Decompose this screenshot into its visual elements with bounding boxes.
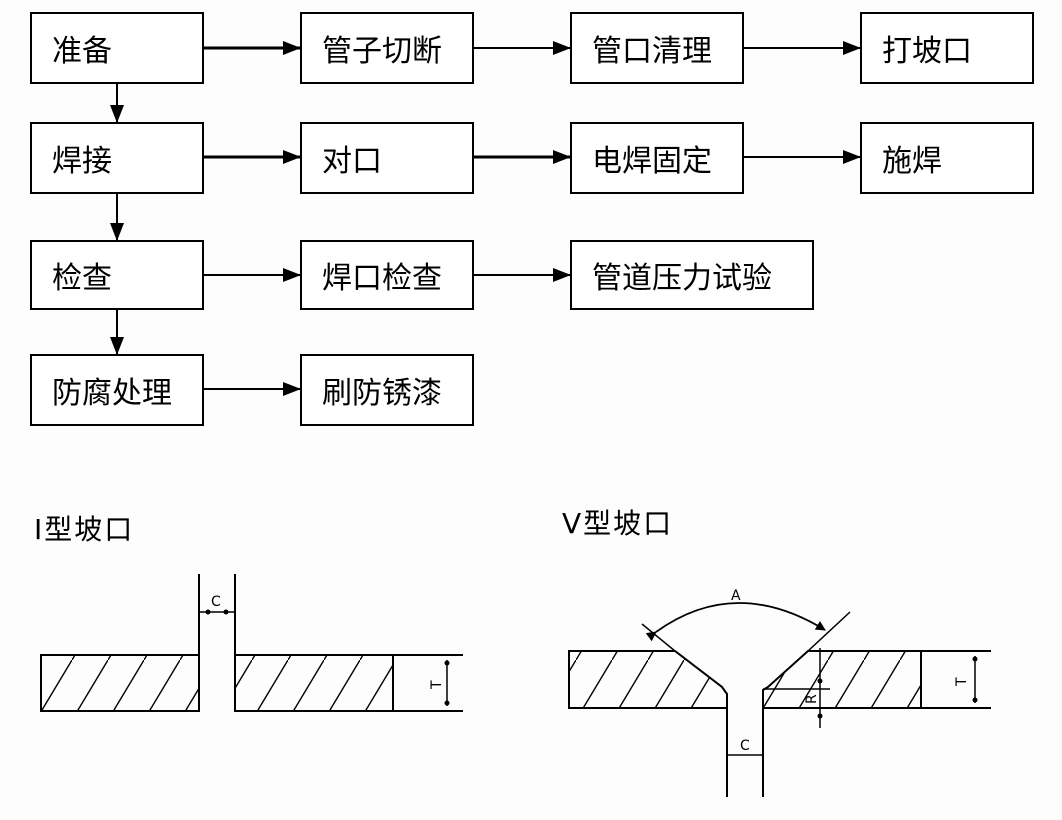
box-label: 施焊: [882, 144, 942, 179]
box-welding: 焊接: [30, 122, 204, 194]
box-pressure-test: 管道压力试验: [570, 240, 814, 310]
box-label: 对口: [322, 144, 382, 179]
box-alignment: 对口: [300, 122, 474, 194]
box-weld-inspection: 焊口检查: [300, 240, 474, 310]
i-thickness-label: T: [429, 680, 445, 690]
i-groove-title: I型坡口: [34, 513, 135, 546]
box-prepare: 准备: [30, 12, 204, 84]
box-label: 管口清理: [592, 34, 712, 69]
box-pipe-cutting: 管子切断: [300, 12, 474, 84]
i-gap-label: C: [211, 594, 221, 610]
box-label: 打坡口: [882, 34, 972, 69]
box-label: 管道压力试验: [592, 261, 772, 296]
box-antirust-paint: 刷防锈漆: [300, 354, 474, 426]
v-gap-label: C: [740, 738, 750, 754]
box-label: 检查: [52, 261, 112, 296]
v-root-face-label: R: [804, 694, 820, 704]
box-tack-weld: 电焊固定: [570, 122, 744, 194]
box-inspection: 检查: [30, 240, 204, 310]
v-angle-label: A: [731, 588, 741, 604]
box-anticorrosion: 防腐处理: [30, 354, 204, 426]
box-label: 电焊固定: [592, 144, 712, 179]
box-label: 防腐处理: [52, 376, 172, 411]
i-groove-diagram: [40, 574, 463, 712]
box-label: 焊口检查: [322, 261, 442, 296]
v-groove-diagram: [568, 602, 991, 797]
box-label: 管子切断: [322, 34, 442, 69]
box-beveling: 打坡口: [860, 12, 1034, 84]
box-label: 焊接: [52, 144, 112, 179]
box-label: 刷防锈漆: [322, 376, 442, 411]
box-perform-weld: 施焊: [860, 122, 1034, 194]
box-label: 准备: [52, 34, 112, 69]
v-groove-title: V型坡口: [562, 507, 674, 540]
v-thickness-label: T: [954, 677, 970, 687]
box-pipe-cleaning: 管口清理: [570, 12, 744, 84]
